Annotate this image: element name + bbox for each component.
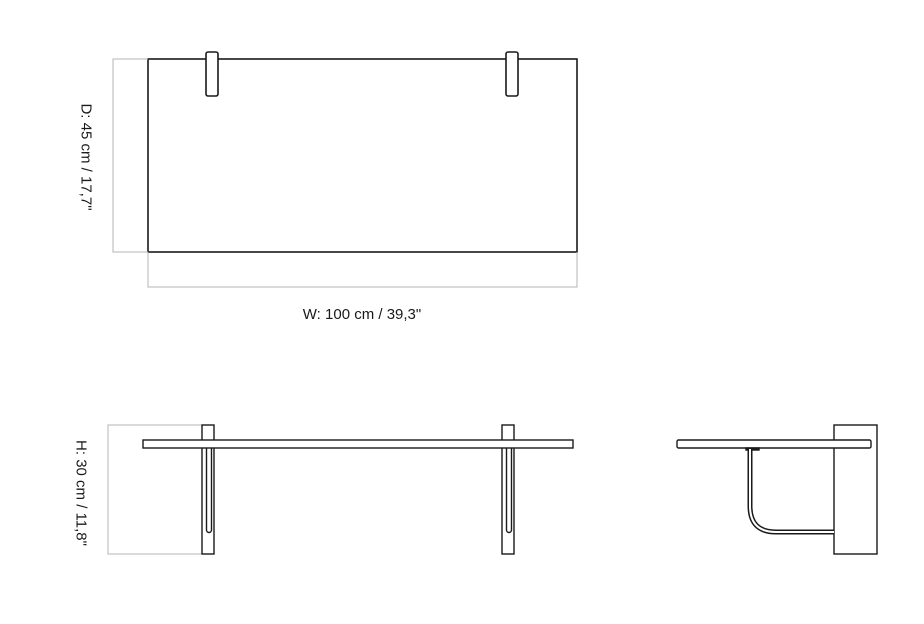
- depth-dimension-line: [112, 58, 148, 253]
- tabletop-front: [142, 439, 574, 449]
- height-label: H: 30 cm / 11,8": [72, 440, 90, 546]
- dimension-lines-top: [112, 58, 578, 288]
- height-dimension-line: [107, 424, 202, 555]
- leg-slot-left: [205, 448, 213, 534]
- support-rod: [747, 449, 834, 535]
- front-view: [107, 424, 574, 555]
- width-dimension-line: [147, 252, 578, 288]
- bracket-left: [205, 51, 219, 97]
- support-rod-inner: [749, 449, 834, 533]
- side-view: [676, 424, 878, 555]
- width-label: W: 100 cm / 39,3": [302, 306, 422, 323]
- top-view: [147, 51, 578, 253]
- tabletop-side: [676, 439, 872, 449]
- depth-label: D: 45 cm / 17,7": [77, 103, 95, 211]
- leg-slot-right: [505, 448, 513, 534]
- bracket-right: [505, 51, 519, 97]
